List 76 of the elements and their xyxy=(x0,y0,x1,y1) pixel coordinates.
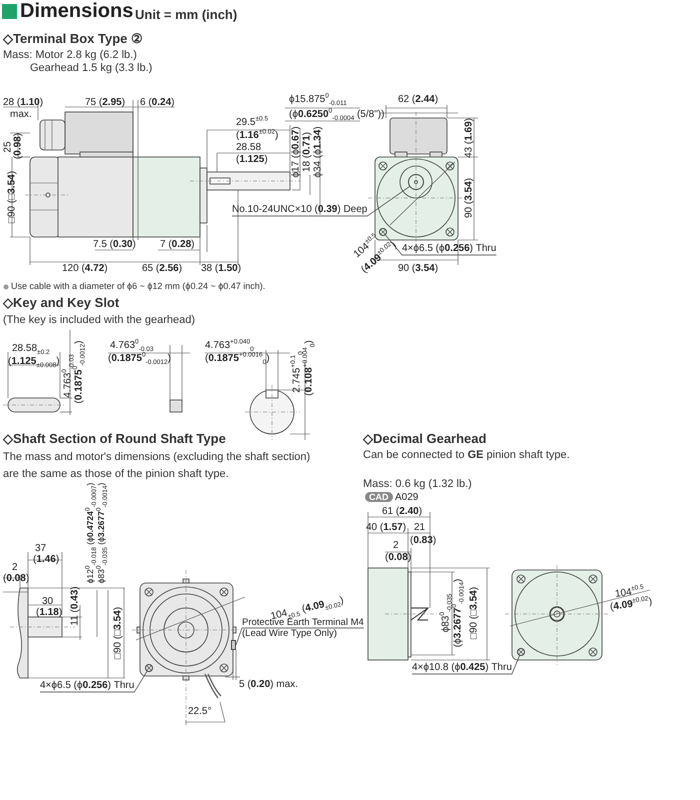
dimension-label: 22.5° xyxy=(188,706,212,718)
leader-text: 4×ϕ6.5 (ϕ0.256) Thru xyxy=(40,680,134,692)
dimension-label: 62 (2.44) xyxy=(398,94,438,106)
dimension-label: 21 xyxy=(414,522,426,534)
dimension-label: 6 (0.24) xyxy=(140,97,174,108)
dimension-label: 7.5 (0.30) xyxy=(93,239,136,250)
section-heading: ◇Terminal Box Type ② xyxy=(3,32,143,47)
dimension-label: (0.08) xyxy=(385,552,412,564)
dimension-label: (0.1875$^{+0.0016}$$_{0}$) xyxy=(205,353,270,364)
dimension-label: max. xyxy=(10,109,32,120)
dimension-label: (1.46) xyxy=(33,554,60,566)
dimension-label: 7 (0.28) xyxy=(160,239,194,250)
dimension-label: 61 (2.40) xyxy=(382,506,422,518)
note-text: Mass: 0.6 kg (1.32 lb.) xyxy=(363,478,472,491)
dimension-label: (1.125) xyxy=(236,154,268,166)
dimension-label: 37 xyxy=(35,543,46,554)
note-text: Mass: Motor 2.8 kg (6.2 lb.) xyxy=(3,49,137,62)
dimension-label: 11 (0.43) xyxy=(69,586,81,626)
dimension-label: 120 (4.72) xyxy=(62,263,108,274)
terminal-icon xyxy=(231,640,236,650)
dimension-label: □90 (□3.54) xyxy=(112,606,124,660)
dimension-label: □90 (□3.54) xyxy=(6,170,18,224)
hole-icon xyxy=(145,664,153,672)
dimension-label: 2 xyxy=(393,540,399,552)
note-text: Can be connected to GE pinion shaft type. xyxy=(363,449,570,462)
dimension-label: (0.98) xyxy=(12,132,24,160)
leader-text: Protective Earth Terminal M4 xyxy=(242,617,364,628)
dimension-label: (4.09$^{±0.02}$) xyxy=(609,596,653,614)
dimension-label: 2 xyxy=(12,562,18,574)
note-text: Use cable with a diameter of ϕ6 ~ ϕ12 mm (ϕ0.24 ~ ϕ0.47 inch). xyxy=(11,281,266,292)
dimension-label: (1.18) xyxy=(36,607,62,618)
dimension-label: 25 xyxy=(2,141,14,153)
leader-text: No.10-24UNC×10 (0.39) Deep xyxy=(232,204,368,216)
dimension-label: 90 (3.54) xyxy=(398,263,438,274)
section-heading: ◇Key and Key Slot xyxy=(3,296,120,311)
dimension-label: □90 (□3.54) xyxy=(468,586,480,640)
leader-line xyxy=(232,186,410,216)
heading: Dimensions xyxy=(20,0,134,23)
note-text: Gearhead 1.5 kg (3.3 lb.) xyxy=(30,62,152,75)
hole-icon xyxy=(408,174,424,190)
cad-badge: CAD xyxy=(365,492,392,502)
dimension-label: (0.08) xyxy=(3,573,30,584)
dimension-label: 30 xyxy=(42,596,54,608)
dimension-label: 28.58$_{±0.2}$ xyxy=(12,343,50,354)
dimension-label: 90 (3.54) xyxy=(463,178,475,218)
note-text: The mass and motor's dimensions (excluding the shaft section) are the same as those of the pinion shaft type. xyxy=(3,450,312,482)
dimension-label: 38 (1.50) xyxy=(201,263,242,274)
leader-line xyxy=(40,671,148,692)
section-heading: ◇Decimal Gearhead xyxy=(363,432,486,447)
dimension-label: (ϕ0.6250$^{0}$$_{-0.0004}$ (5/8")) xyxy=(289,109,384,120)
dimension-label: ϕ34 (ϕ1.34) xyxy=(312,126,324,178)
leader-line xyxy=(412,655,520,674)
dimension-label: 18 (0.71) xyxy=(301,132,313,172)
dimension-label: 28 (1.10) xyxy=(3,97,44,108)
dimension-label: 75 (2.95) xyxy=(85,97,126,108)
leader-line xyxy=(236,628,364,646)
dimension-label: 43 (1.69) xyxy=(463,118,475,158)
dimension-label: 28.58 xyxy=(236,142,262,154)
leader-line xyxy=(385,234,497,256)
dimension-label: (1.16$^{±0.02}$) xyxy=(236,130,278,142)
leader-text: (Lead Wire Type Only) xyxy=(242,628,338,640)
leader-text: 4×ϕ6.5 (ϕ0.256) Thru xyxy=(402,243,496,255)
dimension-label: 65 (2.56) xyxy=(142,263,182,274)
hole-icon xyxy=(517,648,525,656)
dimension-label: A029 xyxy=(395,492,418,504)
dimension-label: 29.5$^{±0.5}$ xyxy=(236,117,268,128)
dimension-label: ϕ17 (ϕ0.67) xyxy=(290,126,302,178)
section-heading: ◇Shaft Section of Round Shaft Type xyxy=(3,432,226,447)
note-text: (The key is included with the gearhead) xyxy=(3,314,195,327)
leader-text: 4×ϕ10.8 (ϕ0.425) Thru xyxy=(412,662,512,674)
unit-note: Unit = mm (inch) xyxy=(135,8,238,23)
hole-icon xyxy=(379,228,387,236)
dimension-label: (0.83) xyxy=(410,535,436,546)
dimension-label: 40 (1.57) xyxy=(366,522,406,534)
dimension-label: (1.125$_{±0.008}$) xyxy=(8,356,60,368)
dimension-label: (0.1875$^{0}$$_{-0.0012}$) xyxy=(108,353,171,364)
